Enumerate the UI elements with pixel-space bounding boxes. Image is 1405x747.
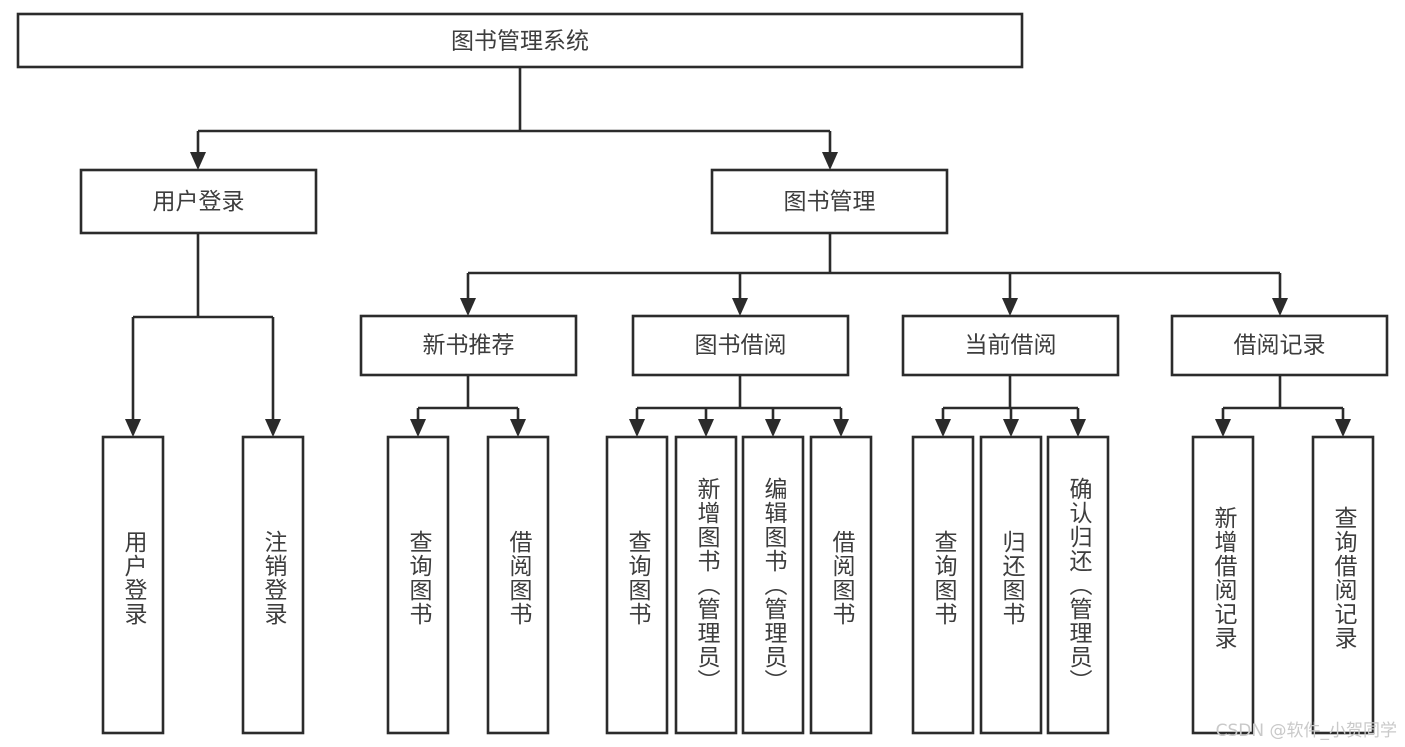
node-new-book-rec[interactable]: 新书推荐 [359, 314, 578, 377]
node-leaf-bb-add-book-box[interactable] [674, 435, 738, 735]
arrowhead-borrow-record [1272, 298, 1288, 316]
node-leaf-rec-borrow-book-box[interactable] [486, 435, 550, 735]
node-leaf-bb-query-book-label: 查询图书 [624, 530, 652, 626]
node-leaf-rec-query-book-label: 查询图书 [405, 530, 433, 626]
node-leaf-br-query-record[interactable]: 查询借阅记录 [1311, 435, 1375, 735]
node-leaf-rec-borrow-book-label: 借阅图书 [505, 530, 533, 626]
arrowhead-rec-borrow-book [510, 419, 526, 437]
node-leaf-cb-query-book-label: 查询图书 [930, 530, 958, 626]
node-leaf-br-add-record[interactable]: 新增借阅记录 [1191, 435, 1255, 735]
arrowhead-br-query-record [1335, 419, 1351, 437]
node-leaf-rec-query-book-box[interactable] [386, 435, 450, 735]
node-leaf-br-add-record-label: 新增借阅记录 [1210, 506, 1238, 650]
node-leaf-bb-edit-book-box[interactable] [741, 435, 805, 735]
arrowhead-cb-return-book [1003, 419, 1019, 437]
arrowhead-bb-borrow-book [833, 419, 849, 437]
node-leaf-bb-query-book-box[interactable] [605, 435, 669, 735]
node-current-borrow[interactable]: 当前借阅 [901, 314, 1120, 377]
node-leaf-bb-edit-book-label: 编辑图书（管理员） [760, 477, 788, 693]
node-new-book-rec-label: 新书推荐 [423, 333, 515, 359]
arrowhead-cb-confirm-return [1070, 419, 1086, 437]
node-leaf-bb-add-book-label: 新增图书（管理员） [693, 477, 721, 693]
node-book-manage-box[interactable] [710, 168, 949, 235]
node-leaf-bb-borrow-book[interactable]: 借阅图书 [809, 435, 873, 735]
node-root-box[interactable] [16, 12, 1024, 69]
node-leaf-cb-return-book-label: 归还图书 [998, 530, 1026, 626]
node-leaf-logout-box[interactable] [241, 435, 305, 735]
node-new-book-rec-box[interactable] [359, 314, 578, 377]
arrowhead-user-login [190, 152, 206, 170]
node-leaf-user-login[interactable]: 用户登录 [101, 435, 165, 735]
node-current-borrow-label: 当前借阅 [965, 333, 1057, 359]
arrowhead-book-manage [822, 152, 838, 170]
node-leaf-cb-confirm-return-box[interactable] [1046, 435, 1110, 735]
node-leaf-br-add-record-box[interactable] [1191, 435, 1255, 735]
node-leaf-user-login-label: 用户登录 [120, 530, 148, 626]
node-leaf-br-query-record-label: 查询借阅记录 [1330, 506, 1358, 650]
node-leaf-cb-confirm-return-label: 确认归还（管理员） [1065, 477, 1093, 693]
node-borrow-record-label: 借阅记录 [1234, 333, 1326, 359]
node-book-manage-label: 图书管理 [784, 189, 876, 215]
node-leaf-cb-query-book-box[interactable] [911, 435, 975, 735]
connector-layer [125, 67, 1351, 437]
node-leaf-cb-query-book[interactable]: 查询图书 [911, 435, 975, 735]
node-root-label: 图书管理系统 [451, 29, 589, 55]
node-leaf-logout[interactable]: 注销登录 [241, 435, 305, 735]
node-borrow-record-box[interactable] [1170, 314, 1389, 377]
node-book-borrow-label: 图书借阅 [695, 333, 787, 359]
arrowhead-current-borrow [1002, 298, 1018, 316]
node-user-login[interactable]: 用户登录 [79, 168, 318, 235]
arrowhead-cb-query-book [935, 419, 951, 437]
node-leaf-bb-add-book[interactable]: 新增图书（管理员） [674, 435, 738, 735]
arrowhead-bb-query-book [629, 419, 645, 437]
arrowhead-rec-query-book [410, 419, 426, 437]
node-book-manage[interactable]: 图书管理 [710, 168, 949, 235]
node-user-login-label: 用户登录 [153, 189, 245, 215]
node-borrow-record[interactable]: 借阅记录 [1170, 314, 1389, 377]
node-leaf-bb-borrow-book-label: 借阅图书 [828, 530, 856, 626]
node-layer: 图书管理系统 用户登录 图书管理 新书推荐 图书借阅 当前 [16, 12, 1389, 735]
node-current-borrow-box[interactable] [901, 314, 1120, 377]
node-book-borrow[interactable]: 图书借阅 [631, 314, 850, 377]
node-leaf-cb-confirm-return[interactable]: 确认归还（管理员） [1046, 435, 1110, 735]
node-leaf-cb-return-book-box[interactable] [979, 435, 1043, 735]
node-user-login-box[interactable] [79, 168, 318, 235]
node-root[interactable]: 图书管理系统 [16, 12, 1024, 69]
node-leaf-rec-query-book[interactable]: 查询图书 [386, 435, 450, 735]
node-leaf-logout-label: 注销登录 [260, 530, 288, 626]
arrowhead-leaf-user-login [125, 419, 141, 437]
arrowhead-new-book-rec [460, 298, 476, 316]
arrowhead-book-borrow [732, 298, 748, 316]
node-leaf-bb-query-book[interactable]: 查询图书 [605, 435, 669, 735]
node-leaf-rec-borrow-book[interactable]: 借阅图书 [486, 435, 550, 735]
node-leaf-user-login-box[interactable] [101, 435, 165, 735]
arrowhead-bb-edit-book [765, 419, 781, 437]
node-leaf-br-query-record-box[interactable] [1311, 435, 1375, 735]
node-book-borrow-box[interactable] [631, 314, 850, 377]
arrowhead-leaf-logout [265, 419, 281, 437]
arrowhead-br-add-record [1215, 419, 1231, 437]
node-leaf-bb-borrow-book-box[interactable] [809, 435, 873, 735]
node-leaf-cb-return-book[interactable]: 归还图书 [979, 435, 1043, 735]
arrowhead-bb-add-book [698, 419, 714, 437]
node-leaf-bb-edit-book[interactable]: 编辑图书（管理员） [741, 435, 805, 735]
